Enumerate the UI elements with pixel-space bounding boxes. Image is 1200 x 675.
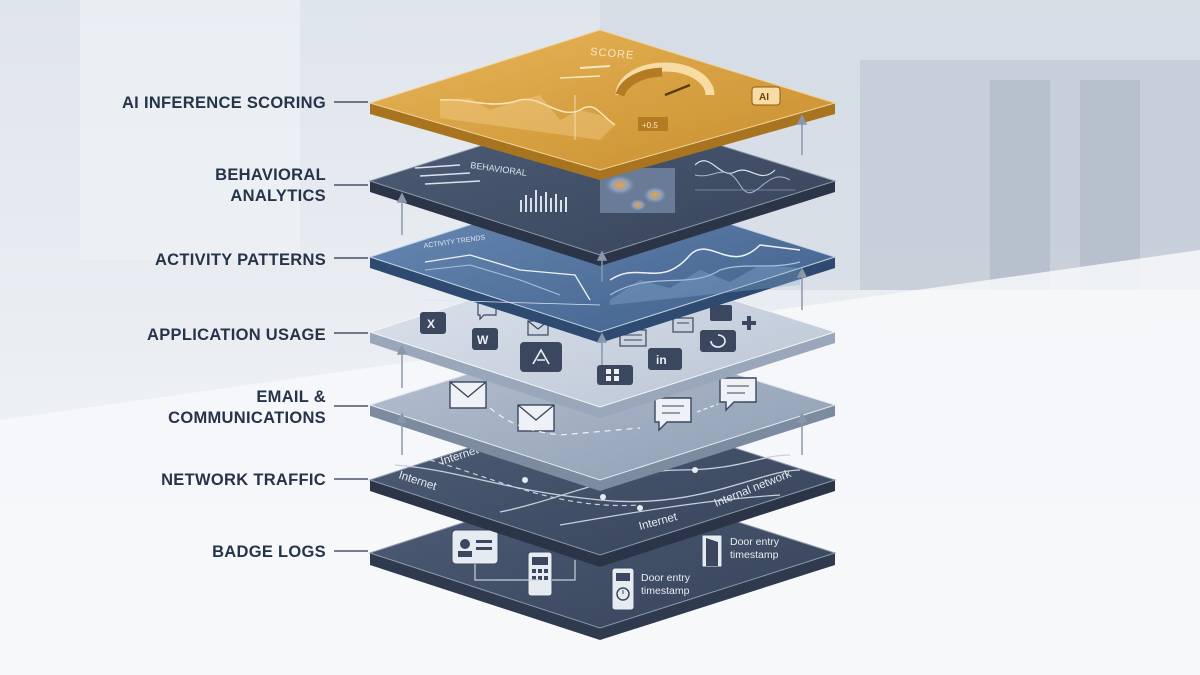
refresh-icon xyxy=(700,330,736,352)
layer-ai-inference-scoring: SCORE AI +0.5 xyxy=(368,29,837,180)
ai-badge-label: AI xyxy=(759,92,769,103)
svg-text:ACTIVITY PATTERNS: ACTIVITY PATTERNS xyxy=(155,251,326,269)
svg-text:BADGE LOGS: BADGE LOGS xyxy=(212,543,326,561)
score-title: SCORE xyxy=(590,46,635,62)
email-icon xyxy=(449,381,487,409)
bar-histogram xyxy=(520,190,567,212)
id-card-icon xyxy=(451,529,499,565)
label-behavioral-analytics: BEHAVIORAL ANALYTICS xyxy=(215,166,368,205)
svg-text:W: W xyxy=(477,333,489,347)
ai-badge: AI xyxy=(751,86,781,106)
grid-icon xyxy=(597,365,633,385)
excel-icon: X xyxy=(420,312,446,334)
label-activity-patterns: ACTIVITY PATTERNS xyxy=(155,251,368,269)
email-icon xyxy=(517,404,555,432)
door-entry-timestamp-1: timestamp xyxy=(641,585,690,597)
label-network-traffic: NETWORK TRAFFIC xyxy=(161,471,368,489)
svg-text:APPLICATION USAGE: APPLICATION USAGE xyxy=(147,326,326,344)
svg-text:NETWORK TRAFFIC: NETWORK TRAFFIC xyxy=(161,471,326,489)
svg-text:in: in xyxy=(656,353,667,367)
pdf-icon xyxy=(520,342,562,372)
label-email-communications: EMAIL & COMMUNICATIONS xyxy=(168,388,368,427)
background-panel xyxy=(80,0,300,260)
score-value-chip: +0.5 xyxy=(638,117,668,131)
speech-bubble-icon xyxy=(654,397,692,432)
svg-text:AI INFERENCE SCORING: AI INFERENCE SCORING xyxy=(122,94,326,112)
label-column: AI INFERENCE SCORING BEHAVIORAL ANALYTIC… xyxy=(122,94,368,561)
linkedin-icon: in xyxy=(648,348,682,370)
keypad-reader-icon xyxy=(527,551,553,597)
svg-text:BEHAVIORAL: BEHAVIORAL xyxy=(215,166,326,184)
label-badge-logs: BADGE LOGS xyxy=(212,543,368,561)
label-ai-inference-scoring: AI INFERENCE SCORING xyxy=(122,94,368,112)
score-gauge xyxy=(615,62,715,97)
svg-text:COMMUNICATIONS: COMMUNICATIONS xyxy=(168,409,326,427)
svg-text:X: X xyxy=(427,317,435,331)
document-icon xyxy=(672,317,694,333)
speech-bubble-icon xyxy=(719,377,757,412)
slack-icon xyxy=(710,305,756,330)
door-entry-timestamp-2: timestamp xyxy=(730,549,779,561)
clock-reader-icon xyxy=(611,567,635,611)
score-value: +0.5 xyxy=(642,121,658,130)
svg-text:ANALYTICS: ANALYTICS xyxy=(230,187,326,205)
door-entry-label-2: Door entry xyxy=(730,536,780,548)
connector-arrows xyxy=(396,114,808,455)
door-icon xyxy=(701,534,723,568)
svg-text:EMAIL &: EMAIL & xyxy=(256,388,326,406)
label-application-usage: APPLICATION USAGE xyxy=(147,326,368,344)
door-entry-label-1: Door entry xyxy=(641,572,691,584)
word-icon: W xyxy=(472,328,498,350)
